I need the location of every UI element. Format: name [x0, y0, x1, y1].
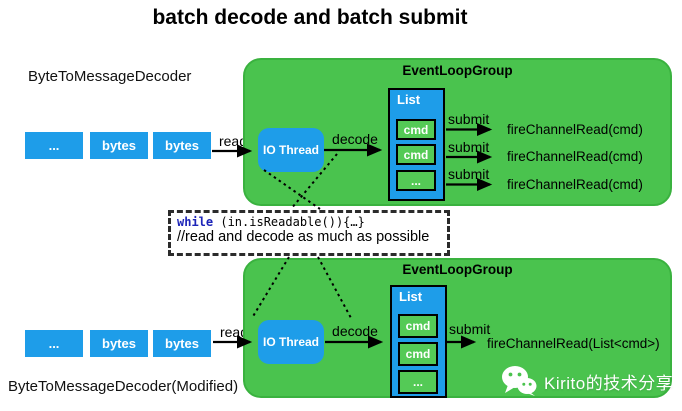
bottom-eventloopgroup-panel	[243, 258, 672, 398]
code-keyword: while	[177, 215, 214, 229]
bottom-list-item-ellipsis: ...	[398, 370, 438, 394]
top-submit-label-3: submit	[448, 166, 490, 182]
top-submit-label-2: submit	[448, 139, 490, 155]
bottom-list-item-cmd-1: cmd	[398, 314, 438, 338]
bottom-list-box: List cmd cmd ...	[390, 285, 447, 398]
bottom-decode-label: decode	[332, 323, 378, 339]
bottom-buffer-bytes-2: bytes	[153, 330, 211, 357]
wechat-icon	[502, 366, 537, 396]
top-buffer-bytes-2: bytes	[153, 132, 211, 159]
bottom-io-thread-box: IO Thread	[258, 320, 324, 364]
code-line: while (in.isReadable()){…}	[177, 215, 441, 229]
top-decode-label: decode	[332, 131, 378, 147]
watermark-text: Kirito的技术分享	[544, 374, 674, 393]
top-firechannelread-3: fireChannelRead(cmd)	[507, 177, 643, 192]
bottom-buffer-bytes-1: bytes	[90, 330, 148, 357]
top-eventloopgroup-title: EventLoopGroup	[402, 63, 513, 78]
top-firechannelread-1: fireChannelRead(cmd)	[507, 122, 643, 137]
bottom-list-title: List	[399, 289, 423, 304]
bottom-eventloopgroup-title: EventLoopGroup	[402, 262, 513, 277]
bottom-submit-label: submit	[449, 321, 491, 337]
top-submit-label-1: submit	[448, 111, 490, 127]
top-list-box: List cmd cmd ...	[388, 88, 445, 201]
code-condition: (in.isReadable()){…}	[213, 215, 365, 229]
top-io-thread-box: IO Thread	[258, 128, 324, 172]
code-note-box: while (in.isReadable()){…} //read and de…	[168, 210, 450, 256]
bottom-list-item-cmd-2: cmd	[398, 342, 438, 366]
top-buffer-bytes-1: bytes	[90, 132, 148, 159]
top-list-item-cmd-2: cmd	[396, 144, 436, 165]
top-list-item-cmd-1: cmd	[396, 119, 436, 140]
top-list-title: List	[397, 92, 421, 107]
code-comment: //read and decode as much as possible	[177, 229, 430, 245]
top-firechannelread-2: fireChannelRead(cmd)	[507, 149, 643, 164]
bottom-decoder-label: ByteToMessageDecoder(Modified)	[8, 378, 239, 395]
page-title: batch decode and batch submit	[152, 6, 468, 29]
top-decoder-label: ByteToMessageDecoder	[28, 68, 192, 85]
bottom-firechannelread: fireChannelRead(List<cmd>)	[487, 336, 660, 351]
top-list-item-ellipsis: ...	[396, 170, 436, 191]
top-buffer-ellipsis: ...	[25, 132, 83, 159]
bottom-buffer-ellipsis: ...	[25, 330, 83, 357]
